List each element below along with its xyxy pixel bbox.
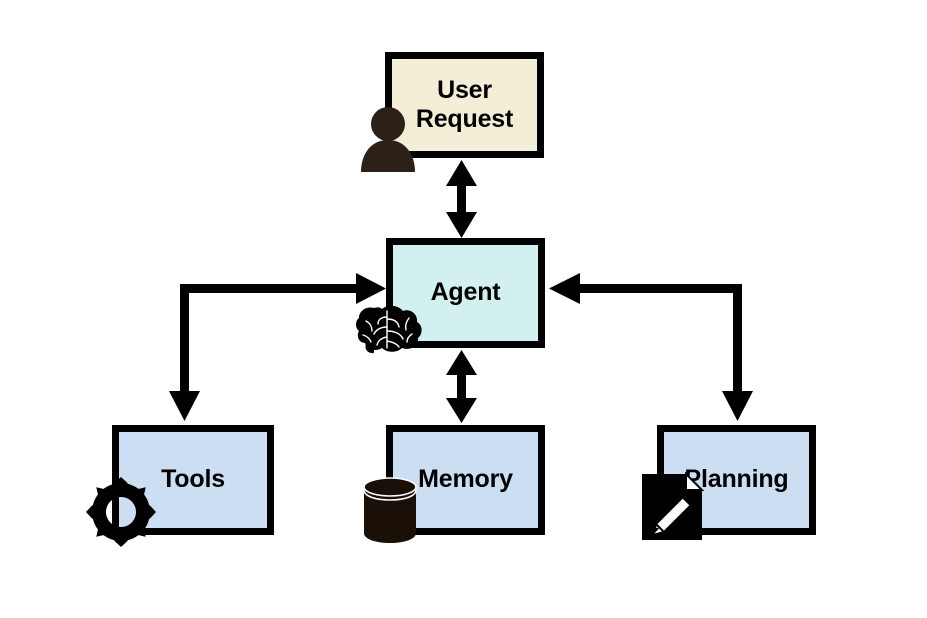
edge-agent-memory <box>446 350 477 423</box>
edge-user-request-agent <box>446 160 477 238</box>
node-tools-label: Tools <box>161 465 225 494</box>
node-memory-label: Memory <box>418 465 513 494</box>
node-agent-label: Agent <box>430 278 501 307</box>
edge-planning-agent <box>549 273 753 421</box>
node-planning-label: Planning <box>684 465 789 494</box>
edge-agent-tools <box>169 273 386 421</box>
